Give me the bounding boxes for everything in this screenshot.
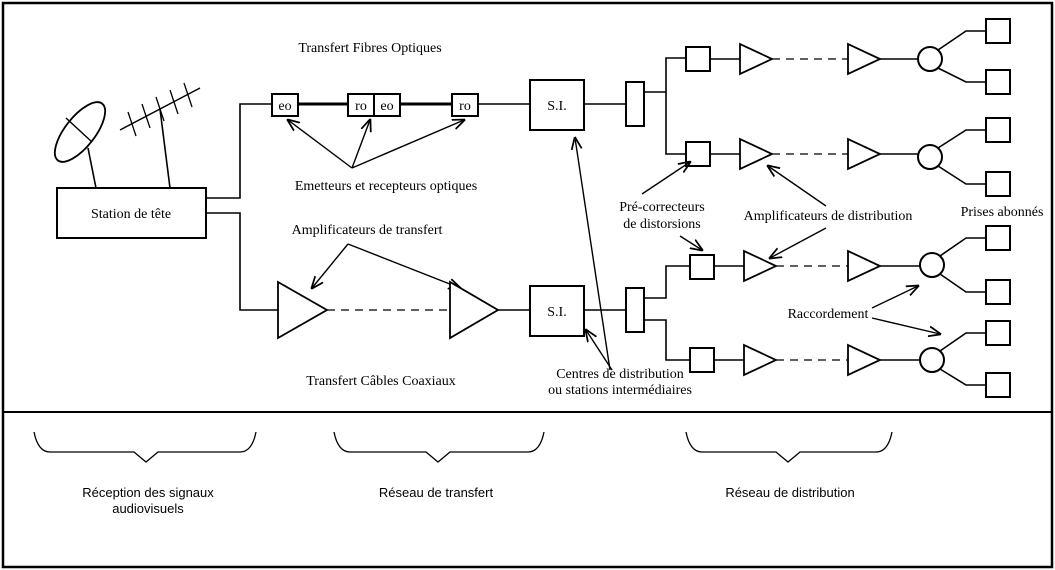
branch-bottom bbox=[644, 265, 690, 361]
splitter-bottom bbox=[625, 287, 645, 333]
line-amp-4 bbox=[847, 343, 883, 377]
intermediate-station-top bbox=[529, 79, 585, 131]
tap-4-drops bbox=[939, 332, 986, 386]
arrow-to-receiver-2 bbox=[351, 120, 370, 169]
head-end-label: Station de tête bbox=[91, 207, 171, 222]
arrow-to-si-top bbox=[575, 138, 611, 371]
connection-label: Raccordement bbox=[788, 307, 869, 322]
coax-transfer-title: Transfert Câbles Coaxiaux bbox=[306, 374, 456, 389]
terrestrial-antenna-icon bbox=[119, 82, 201, 189]
distribution-amp-4 bbox=[743, 343, 779, 377]
distribution-amp-3 bbox=[743, 249, 779, 283]
transfer-amplifier-2 bbox=[449, 280, 500, 340]
section-transfer: Réseau de transfert bbox=[379, 485, 494, 500]
outlet-4b bbox=[985, 372, 1011, 398]
centres-label-1: Centres de distribution bbox=[556, 367, 684, 382]
outlet-4a bbox=[985, 320, 1011, 346]
line-amp-1 bbox=[847, 42, 883, 76]
distribution-amps-label: Amplificateurs de distribution bbox=[744, 209, 913, 224]
fibre-feed-line bbox=[206, 103, 272, 199]
precorrectors-label-2: de distorsions bbox=[623, 217, 700, 232]
intermediate-station-top-label: S.I. bbox=[547, 99, 566, 114]
arrow-to-tap-4 bbox=[871, 317, 940, 334]
optical-receiver-3-label: ro bbox=[459, 99, 471, 114]
arrow-to-distribution-amp-2 bbox=[768, 166, 827, 207]
head-end-station bbox=[56, 187, 207, 239]
splitter-top bbox=[625, 81, 645, 127]
fibre-transfer-title: Transfert Fibres Optiques bbox=[298, 41, 441, 56]
optical-receiver-3 bbox=[451, 93, 479, 117]
precorrector-3 bbox=[689, 254, 715, 280]
tap-2 bbox=[917, 144, 943, 170]
tap-4 bbox=[919, 347, 945, 373]
arrow-to-receiver-3 bbox=[351, 120, 464, 169]
section-reception-line-1: Réception des signaux bbox=[82, 485, 214, 500]
outlet-3a bbox=[985, 225, 1011, 251]
precorrector-1 bbox=[685, 46, 711, 72]
tap-2-drops bbox=[937, 129, 986, 185]
precorrector-4 bbox=[689, 347, 715, 373]
tap-3-drops bbox=[939, 237, 986, 293]
arrow-to-precorrector-2 bbox=[641, 162, 690, 195]
optical-emitter-2-label: eo bbox=[380, 99, 393, 114]
optical-receiver-2-label: ro bbox=[355, 99, 367, 114]
line-amp-3 bbox=[847, 249, 883, 283]
satellite-dish-icon bbox=[53, 101, 107, 189]
intermediate-station-bottom-label: S.I. bbox=[547, 305, 566, 320]
distribution-amp-2 bbox=[739, 137, 775, 171]
line-amp-2 bbox=[847, 137, 883, 171]
arrow-to-distribution-amp-3 bbox=[770, 227, 827, 258]
tap-3 bbox=[919, 252, 945, 278]
tap-1-drops bbox=[937, 30, 986, 83]
outlet-3b bbox=[985, 279, 1011, 305]
brace-transfer bbox=[333, 431, 545, 463]
section-reception-line-2: audiovisuels bbox=[112, 501, 184, 516]
intermediate-station-bottom bbox=[529, 285, 585, 337]
arrow-to-emitter-1 bbox=[288, 120, 353, 169]
transfer-amps-label: Amplificateurs de transfert bbox=[292, 223, 443, 238]
outlet-2b bbox=[985, 171, 1011, 197]
brace-distribution bbox=[685, 431, 893, 463]
distribution-amp-1 bbox=[739, 42, 775, 76]
outlet-1a bbox=[985, 18, 1011, 44]
tap-1 bbox=[917, 46, 943, 72]
subscriber-outlets-label: Prises abonnés bbox=[961, 205, 1044, 220]
branch-top bbox=[644, 57, 686, 155]
arrow-to-transfer-amp-2 bbox=[347, 243, 460, 288]
arrow-to-transfer-amp-1 bbox=[312, 243, 349, 288]
arrow-to-si-bottom bbox=[586, 330, 613, 371]
outlet-2a bbox=[985, 117, 1011, 143]
arrow-to-precorrector-3 bbox=[679, 235, 702, 250]
arrow-to-tap-3 bbox=[871, 286, 918, 309]
brace-reception bbox=[33, 431, 257, 463]
centres-label-2: ou stations intermédiaires bbox=[548, 383, 692, 398]
outlet-1b bbox=[985, 69, 1011, 95]
precorrectors-label-1: Pré-correcteurs bbox=[619, 200, 705, 215]
optical-tx-rx-label: Emetteurs et recepteurs optiques bbox=[295, 179, 477, 194]
coax-feed-line bbox=[206, 212, 278, 311]
section-distribution: Réseau de distribution bbox=[725, 485, 854, 500]
transfer-amplifier-1 bbox=[277, 280, 329, 340]
optical-emitter-1-label: eo bbox=[278, 99, 291, 114]
